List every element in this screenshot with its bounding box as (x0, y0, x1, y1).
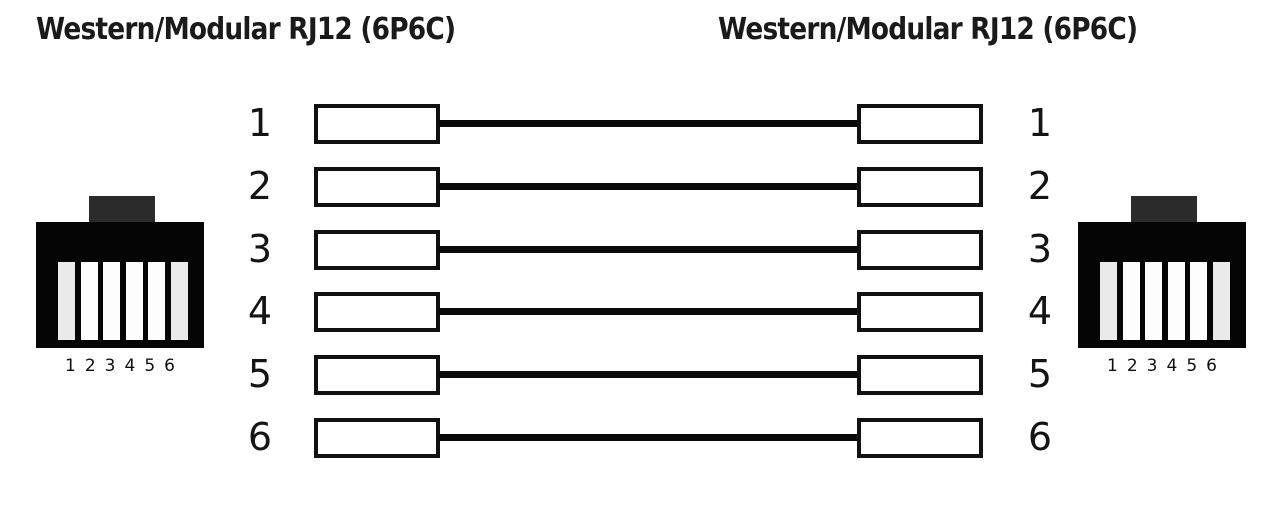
left-contact (314, 355, 440, 395)
left-contact (314, 292, 440, 332)
pin-slot (1100, 262, 1117, 340)
wire-row: 6 6 (0, 415, 1280, 459)
right-pin-number: 1 (1027, 101, 1053, 145)
pin-number-label: 4 (1166, 356, 1178, 376)
left-contact (314, 418, 440, 458)
right-pin-number: 2 (1027, 164, 1053, 208)
pin-number-label: 3 (104, 356, 116, 376)
pin-slot (148, 262, 166, 340)
wire-link (438, 246, 859, 253)
pin-number-label: 5 (144, 356, 156, 376)
left-pin-number: 4 (247, 289, 273, 333)
left-connector-pin-numbers: 1 2 3 4 5 6 (36, 358, 204, 375)
right-pin-number: 5 (1027, 352, 1053, 396)
left-pin-number: 6 (247, 415, 273, 459)
right-connector-pin-numbers: 1 2 3 4 5 6 (1078, 358, 1246, 375)
right-contact (857, 104, 983, 144)
pin-slot (103, 262, 121, 340)
wire-row: 3 3 (0, 227, 1280, 271)
right-contact (857, 355, 983, 395)
pin-slot (125, 262, 143, 340)
right-contact (857, 167, 983, 207)
wire-link (438, 434, 859, 441)
pin-slot (1145, 262, 1163, 340)
left-contact (314, 104, 440, 144)
pin-number-label: 6 (1206, 356, 1217, 376)
connector-latch-tab-icon (89, 196, 155, 224)
pin-slot (1212, 262, 1230, 340)
pin-number-label: 1 (1107, 356, 1118, 376)
right-connector-illustration: 1 2 3 4 5 6 (1078, 196, 1246, 375)
pin-number-label: 6 (164, 356, 175, 376)
pin-slot (1122, 262, 1140, 340)
pin-number-label: 5 (1186, 356, 1198, 376)
left-pin-number: 3 (247, 227, 273, 271)
wire-link (438, 183, 859, 190)
wire-row: 2 2 (0, 164, 1280, 208)
right-connector-title: Western/Modular RJ12 (6P6C) (718, 12, 1138, 47)
pin-number-label: 2 (1126, 356, 1138, 376)
connector-latch-tab-icon (1131, 196, 1197, 224)
left-contact (314, 230, 440, 270)
pin-number-label: 3 (1146, 356, 1158, 376)
left-connector-illustration: 1 2 3 4 5 6 (36, 196, 204, 375)
right-contact (857, 292, 983, 332)
wire-row: 5 5 (0, 352, 1280, 396)
right-pin-number: 3 (1027, 227, 1053, 271)
wire-link (438, 308, 859, 315)
right-contact (857, 418, 983, 458)
right-pin-number: 6 (1027, 415, 1053, 459)
right-pin-number: 4 (1027, 289, 1053, 333)
pin-slot (80, 262, 98, 340)
wire-row: 4 4 (0, 289, 1280, 333)
pin-slot (58, 262, 75, 340)
pin-number-label: 2 (84, 356, 96, 376)
pin-slot (1190, 262, 1208, 340)
pin-slot (170, 262, 188, 340)
pin-number-label: 1 (65, 356, 76, 376)
connector-pin-slots (58, 262, 188, 340)
wire-link (438, 120, 859, 127)
wire-row: 1 1 (0, 101, 1280, 145)
left-pin-number: 2 (247, 164, 273, 208)
left-contact (314, 167, 440, 207)
connector-pin-slots (1100, 262, 1230, 340)
left-connector-title: Western/Modular RJ12 (6P6C) (36, 12, 456, 47)
wire-link (438, 371, 859, 378)
pin-number-label: 4 (124, 356, 136, 376)
left-pin-number: 1 (247, 101, 273, 145)
right-contact (857, 230, 983, 270)
left-pin-number: 5 (247, 352, 273, 396)
pin-slot (1167, 262, 1185, 340)
